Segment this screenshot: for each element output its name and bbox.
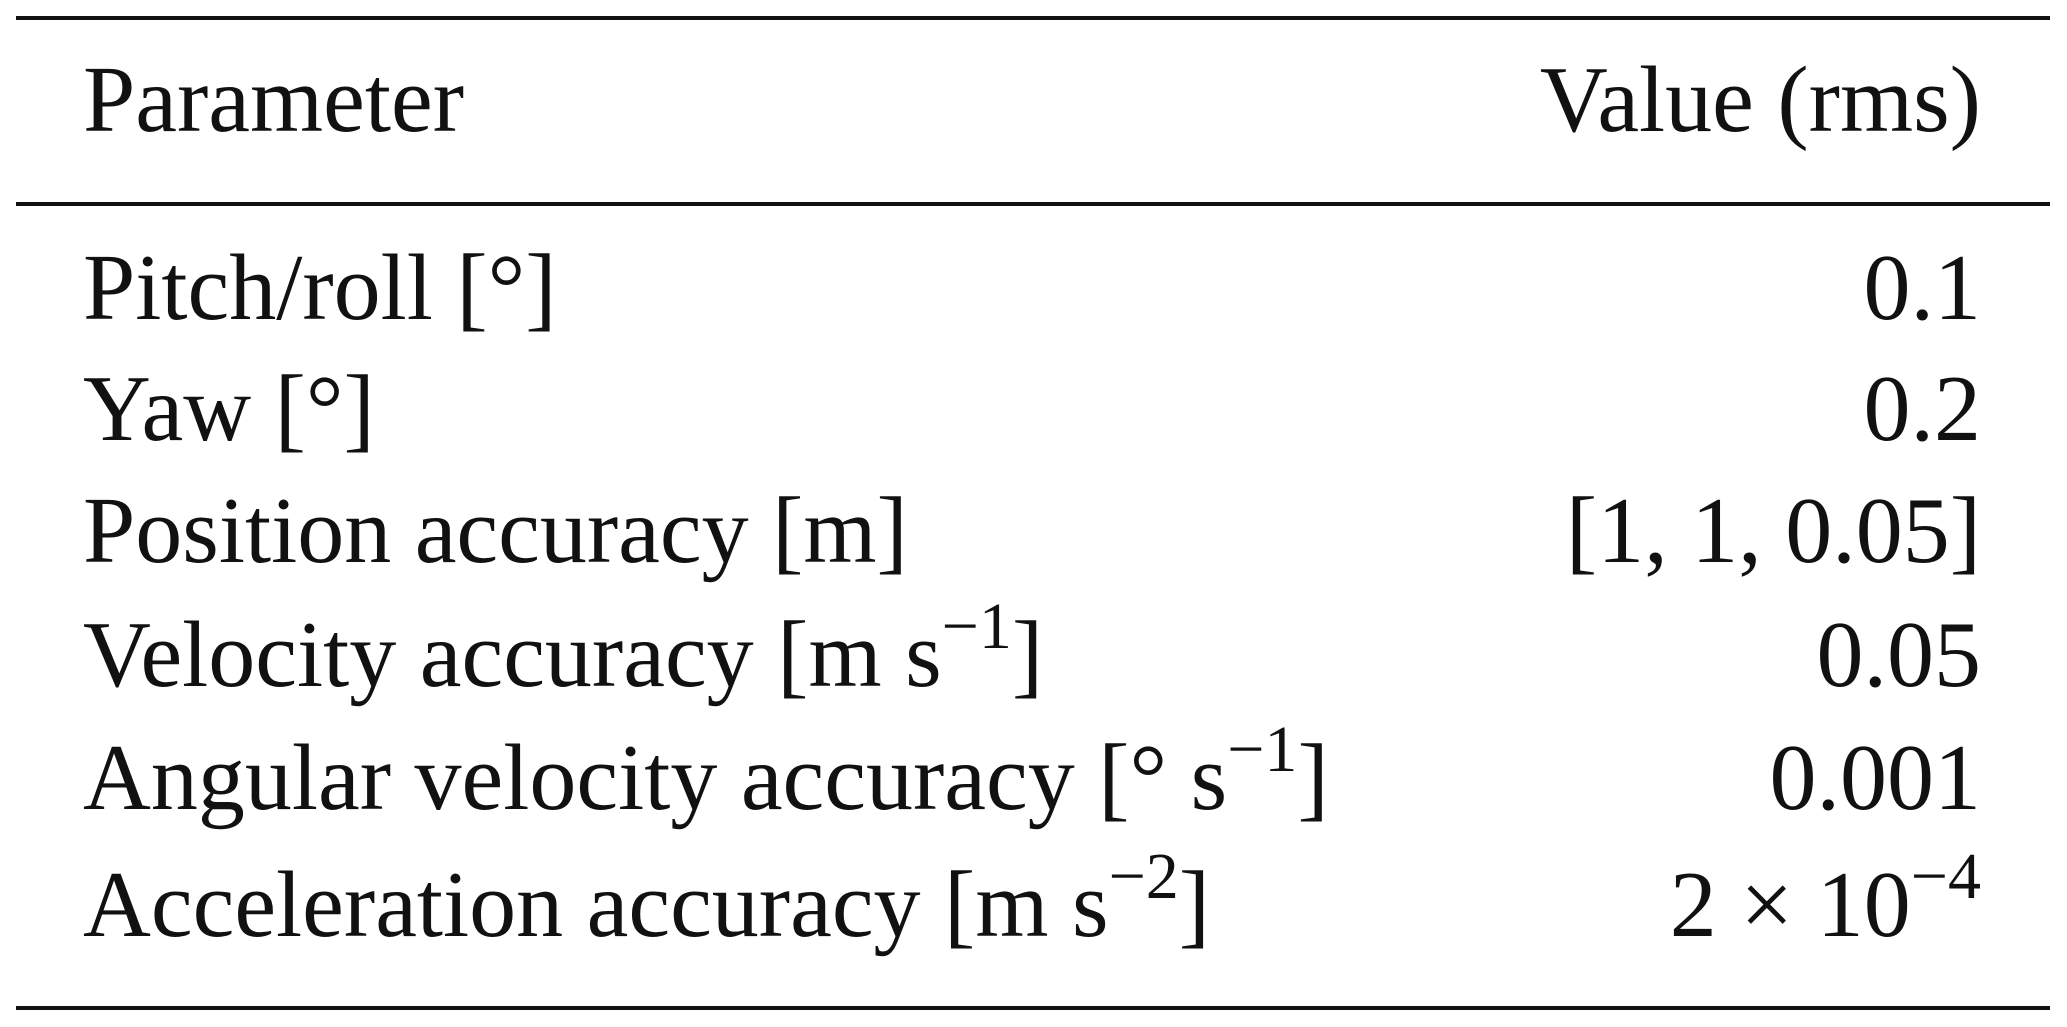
parameter-exponent: −2 bbox=[1108, 840, 1179, 913]
parameter-text: Pitch/roll [°] bbox=[83, 236, 557, 340]
parameter-text: Yaw [°] bbox=[83, 357, 375, 461]
table-row: Yaw [°] 0.2 bbox=[83, 349, 1981, 469]
top-rule bbox=[16, 16, 2050, 20]
parameter-text: Velocity accuracy [m s bbox=[83, 603, 942, 707]
value-text: [1, 1, 0.05] bbox=[1565, 479, 1981, 583]
value-text: 0.1 bbox=[1863, 236, 1982, 340]
table-row: Velocity accuracy [m s−1] 0.05 bbox=[83, 594, 1982, 715]
row-parameter: Acceleration accuracy [m s−2] bbox=[83, 844, 1211, 965]
bottom-rule bbox=[16, 1006, 2050, 1010]
parameter-text: Position accuracy [m] bbox=[83, 479, 908, 583]
value-text: 0.05 bbox=[1816, 603, 1982, 707]
parameter-text-end: ] bbox=[1011, 603, 1044, 707]
parameter-text-end: ] bbox=[1178, 853, 1211, 957]
row-value: 0.05 bbox=[1817, 595, 1982, 715]
parameter-text: Acceleration accuracy [m s bbox=[83, 853, 1109, 957]
value-text: 2 × 10 bbox=[1669, 853, 1911, 957]
parameter-text: Angular velocity accuracy [° s bbox=[83, 726, 1228, 830]
table-row: Angular velocity accuracy [° s−1] 0.001 bbox=[83, 717, 1982, 838]
table-header: Parameter Value (rms) bbox=[83, 40, 1981, 160]
row-value: 0.1 bbox=[1864, 228, 1982, 348]
row-value: 0.001 bbox=[1770, 718, 1982, 838]
parameter-exponent: −1 bbox=[1227, 713, 1298, 786]
table-row: Position accuracy [m] [1, 1, 0.05] bbox=[83, 471, 1981, 591]
row-value: [1, 1, 0.05] bbox=[1566, 471, 1981, 591]
row-parameter: Pitch/roll [°] bbox=[83, 228, 557, 348]
parameter-exponent: −1 bbox=[941, 590, 1012, 663]
row-value: 0.2 bbox=[1864, 349, 1982, 469]
row-parameter: Angular velocity accuracy [° s−1] bbox=[83, 717, 1329, 838]
row-parameter: Velocity accuracy [m s−1] bbox=[83, 594, 1044, 715]
row-parameter: Position accuracy [m] bbox=[83, 471, 908, 591]
table-row: Acceleration accuracy [m s−2] 2 × 10−4 bbox=[83, 844, 1981, 965]
value-exponent: −4 bbox=[1910, 840, 1981, 913]
row-value: 2 × 10−4 bbox=[1669, 844, 1981, 965]
parameter-text-end: ] bbox=[1297, 726, 1329, 830]
table-row: Pitch/roll [°] 0.1 bbox=[83, 228, 1981, 348]
value-text: 0.001 bbox=[1769, 726, 1982, 830]
row-parameter: Yaw [°] bbox=[83, 349, 375, 469]
header-value: Value (rms) bbox=[1539, 48, 1981, 152]
value-text: 0.2 bbox=[1863, 357, 1982, 461]
header-rule bbox=[16, 202, 2050, 206]
header-parameter: Parameter bbox=[83, 48, 465, 152]
